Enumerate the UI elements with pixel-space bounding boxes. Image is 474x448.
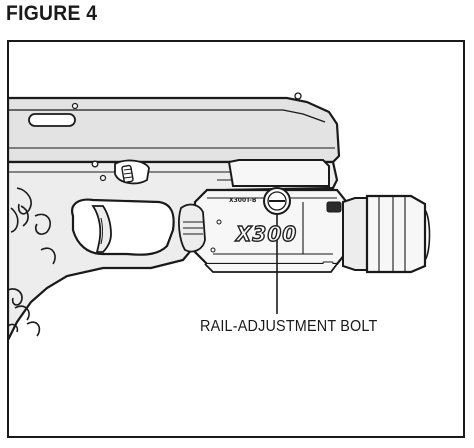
extractor-slot	[28, 113, 76, 127]
frame-pin	[91, 160, 99, 168]
trigger	[91, 205, 112, 253]
light-model-label: X300T-B	[229, 197, 257, 204]
light-bottom-ledge	[204, 263, 338, 273]
trigger-guard	[71, 198, 175, 256]
figure-title: FIGURE 4	[6, 2, 98, 25]
slide-pin	[294, 92, 302, 100]
frame-pin	[99, 174, 107, 182]
slide-top-line	[8, 109, 326, 123]
light-switch-paddle	[178, 203, 222, 253]
figure-frame	[7, 40, 465, 438]
slide-stop-lever	[114, 159, 150, 185]
pistol-slide	[7, 96, 341, 164]
rail-adjustment-bolt-icon	[263, 187, 291, 215]
grip-texture	[7, 187, 56, 337]
slide-pin-rear	[71, 102, 79, 110]
light-bezel-head	[322, 194, 431, 274]
pistol-weaponlight-illustration	[7, 40, 465, 438]
callout-label: RAIL-ADJUSTMENT BOLT	[200, 318, 378, 335]
light-brand-label: X300	[235, 221, 298, 246]
light-mount-bracket	[227, 159, 330, 187]
